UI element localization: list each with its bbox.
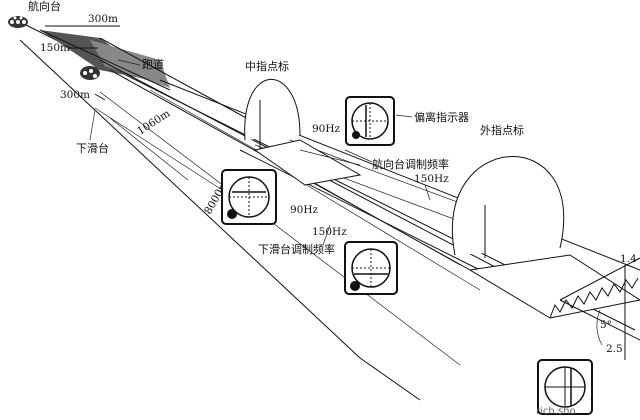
middle-marker-dial xyxy=(221,169,277,225)
middle-marker-label: 中指点标 xyxy=(245,59,289,73)
freq-90hz-left: 90Hz xyxy=(290,204,319,216)
middle-marker-cone xyxy=(244,79,301,150)
glideslope-dial xyxy=(344,241,398,295)
freq-150hz-right: 150Hz xyxy=(414,173,449,185)
freq-150hz-left: 150Hz xyxy=(312,226,347,238)
angle-1-4: 1.4 xyxy=(620,253,637,265)
runway-label: 跑道 xyxy=(142,57,164,71)
distance-300-left: 300m xyxy=(60,89,90,101)
glideslope-station-label: 下滑台 xyxy=(76,141,109,155)
angle-5deg: 5° xyxy=(600,319,612,331)
deviation-indicator-label: 偏离指示器 xyxy=(414,110,469,124)
outer-marker-label: 外指点标 xyxy=(480,123,524,137)
localizer-antenna xyxy=(8,16,28,28)
outer-marker-cone xyxy=(452,156,565,258)
glideslope-antenna xyxy=(80,66,100,80)
localizer-label: 航向台 xyxy=(28,0,61,13)
distance-150: 150m xyxy=(40,42,70,54)
runway xyxy=(39,29,251,121)
freq-90hz-right: 90Hz xyxy=(312,123,341,135)
footer-watermark-text: rich.sho xyxy=(536,406,576,417)
glideslope-modulation-label: 下滑台调制频率 xyxy=(258,242,335,256)
outer-marker-dial xyxy=(537,359,593,415)
middle-marker-slab xyxy=(253,139,362,186)
angle-2-5: 2.5 xyxy=(606,343,623,355)
distance-300-top: 300m xyxy=(88,13,118,25)
outer-marker-slab xyxy=(468,254,640,319)
deviation-indicator-dial xyxy=(345,96,395,146)
localizer-modulation-label: 航向台调制频率 xyxy=(372,157,449,171)
